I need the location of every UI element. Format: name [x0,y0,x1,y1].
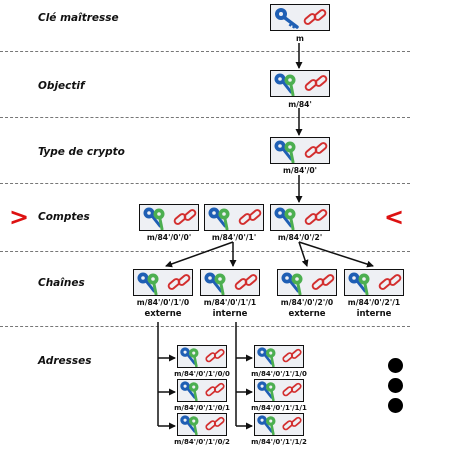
key-node-account1 [204,204,264,231]
blue-key-icon [275,8,299,29]
accounts-marker-left: > [9,203,30,231]
blue-green-keys-icon [204,272,226,295]
chain-link-icon [205,348,225,363]
path-addr102: m/84'/0'/1'/0/2 [174,438,230,446]
blue-green-keys-icon [274,207,296,230]
path-chain21: m/84'/0'/2'/1 [347,298,401,307]
blue-green-keys-icon [137,272,159,295]
key-node-addr111 [254,379,304,402]
chain-link-icon [167,274,191,290]
key-node-master [270,4,330,31]
arrow-account1-chain10 [165,241,234,268]
blue-green-keys-icon [257,381,276,401]
path-addr112: m/84'/0'/1'/1/2 [251,438,307,446]
path-account1: m/84'/0'/1' [211,233,257,242]
key-node-chain20 [277,269,337,296]
key-node-chain21 [344,269,404,296]
level-label-master: Clé maîtresse [38,12,119,24]
chain-link-icon [304,142,328,158]
separator [0,251,410,252]
ellipsis-dot [388,378,403,393]
path-chain11: m/84'/0'/1'/1 [203,298,257,307]
path-purpose: m/84' [288,100,312,109]
path-addr100: m/84'/0'/1'/0/0 [174,370,230,378]
chain-label-internal: interne [356,309,392,319]
chain-link-icon [378,274,402,290]
accounts-marker-right: < [384,203,405,231]
chain-link-icon [205,382,225,397]
level-label-purpose: Objectif [38,80,85,92]
path-chain20: m/84'/0'/2'/0 [280,298,334,307]
separator [0,326,410,327]
chain-link-icon [304,75,328,91]
key-node-addr101 [177,379,227,402]
path-master: m [296,34,304,43]
chain-link-icon [311,274,335,290]
blue-green-keys-icon [180,415,199,435]
chain-link-icon [205,416,225,431]
key-node-coin [270,137,330,164]
ellipsis-dot [388,358,403,373]
arrow-account2-chain20 [298,241,309,267]
level-label-addresses: Adresses [38,355,92,367]
blue-green-keys-icon [257,347,276,367]
arrow-account2-chain21 [298,241,374,268]
chain-link-icon [234,274,258,290]
chain-link-icon [173,209,197,225]
key-node-chain11 [200,269,260,296]
path-addr110: m/84'/0'/1'/1/0 [251,370,307,378]
blue-green-keys-icon [281,272,303,295]
blue-green-keys-icon [208,207,230,230]
key-node-account0 [139,204,199,231]
level-label-coin: Type de crypto [38,146,125,158]
chain-link-icon [238,209,262,225]
level-label-chains: Chaînes [38,277,85,289]
chain-link-icon [304,209,328,225]
blue-green-keys-icon [143,207,165,230]
key-node-addr112 [254,413,304,436]
separator [0,51,410,52]
key-node-chain10 [133,269,193,296]
blue-green-keys-icon [257,415,276,435]
path-chain10: m/84'/0'/1'/0 [136,298,190,307]
blue-green-keys-icon [348,272,370,295]
blue-green-keys-icon [180,381,199,401]
key-node-account2 [270,204,330,231]
separator [0,183,410,184]
chain-link-icon [282,348,302,363]
key-node-addr110 [254,345,304,368]
path-account2: m/84'/0'/2' [277,233,323,242]
path-coin: m/84'/0' [283,166,317,175]
path-addr101: m/84'/0'/1'/0/1 [174,404,230,412]
separator [0,117,410,118]
chain-label-external: externe [288,309,326,319]
chain-label-internal: interne [212,309,248,319]
key-node-purpose [270,70,330,97]
path-account0: m/84'/0'/0' [146,233,192,242]
chain-link-icon [303,9,327,25]
level-label-accounts: Comptes [38,211,90,223]
blue-green-keys-icon [180,347,199,367]
key-node-addr100 [177,345,227,368]
path-addr111: m/84'/0'/1'/1/1 [251,404,307,412]
key-node-addr102 [177,413,227,436]
blue-green-keys-icon [274,73,296,96]
blue-green-keys-icon [274,140,296,163]
chain-label-external: externe [144,309,182,319]
chain-link-icon [282,416,302,431]
chain-link-icon [282,382,302,397]
ellipsis-dot [388,398,403,413]
